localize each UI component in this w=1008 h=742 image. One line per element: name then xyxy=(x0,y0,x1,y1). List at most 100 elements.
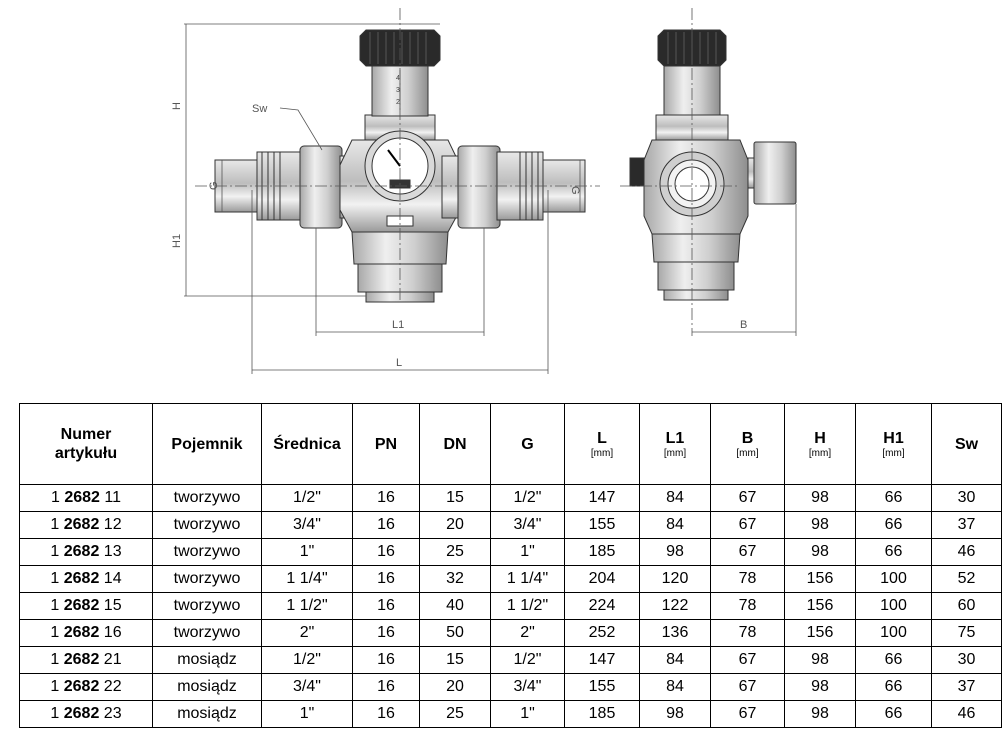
table-cell: 98 xyxy=(639,538,711,566)
table-cell: 16 xyxy=(352,484,420,512)
column-header-label: Pojemnik xyxy=(171,435,243,453)
table-cell: 1 1/4" xyxy=(490,565,565,593)
column-header: L1[mm] xyxy=(639,403,711,485)
column-header-label: H xyxy=(814,429,826,447)
table-cell: 185 xyxy=(564,538,640,566)
table-cell: 2" xyxy=(261,619,353,647)
table-cell: 252 xyxy=(564,619,640,647)
column-header-unit: [mm] xyxy=(808,447,832,459)
article-code: 2682 xyxy=(63,624,100,641)
article-number-cell: 1 2682 11 xyxy=(19,484,153,512)
table-cell: 16 xyxy=(352,619,420,647)
table-cell: tworzywo xyxy=(152,538,262,566)
table-cell: 16 xyxy=(352,700,420,728)
table-cell: 37 xyxy=(931,673,1002,701)
table-cell: 156 xyxy=(784,565,856,593)
article-prefix: 1 xyxy=(50,597,60,614)
dim-label-l1: L1 xyxy=(392,319,404,331)
table-cell: 3/4" xyxy=(490,511,565,539)
column-header: DN xyxy=(419,403,491,485)
table-cell: 66 xyxy=(855,511,932,539)
table-cell: 1/2" xyxy=(490,484,565,512)
table-cell: 1/2" xyxy=(261,484,353,512)
article-number-cell: 1 2682 15 xyxy=(19,592,153,620)
table-cell: 78 xyxy=(710,619,785,647)
article-number-cell: 1 2682 13 xyxy=(19,538,153,566)
column-header-unit: [mm] xyxy=(663,447,687,459)
table-cell: 156 xyxy=(784,619,856,647)
table-cell: 136 xyxy=(639,619,711,647)
column-header-label: Średnica xyxy=(273,435,341,453)
table-cell: 67 xyxy=(710,700,785,728)
column-header-label: Numer artykułu xyxy=(54,426,118,462)
table-cell: tworzywo xyxy=(152,511,262,539)
side-view xyxy=(629,29,797,301)
table-cell: 16 xyxy=(352,673,420,701)
table-cell: mosiądz xyxy=(152,673,262,701)
table-cell: 98 xyxy=(784,538,856,566)
table-cell: 66 xyxy=(855,700,932,728)
table-cell: 67 xyxy=(710,646,785,674)
article-number-cell: 1 2682 22 xyxy=(19,673,153,701)
table-cell: 84 xyxy=(639,511,711,539)
article-suffix: 14 xyxy=(103,570,122,587)
table-cell: 25 xyxy=(419,538,491,566)
table-cell: 84 xyxy=(639,673,711,701)
front-dimensions xyxy=(184,8,600,374)
table-cell: 98 xyxy=(784,673,856,701)
article-code: 2682 xyxy=(63,543,100,560)
article-prefix: 1 xyxy=(50,489,60,506)
table-cell: 3/4" xyxy=(261,511,353,539)
table-cell: mosiądz xyxy=(152,700,262,728)
table-cell: 60 xyxy=(931,592,1002,620)
table-cell: 98 xyxy=(784,511,856,539)
table-cell: 1/2" xyxy=(261,646,353,674)
svg-text:2: 2 xyxy=(396,99,400,106)
column-header: Średnica xyxy=(261,403,353,485)
dim-label-b: B xyxy=(740,319,747,331)
dim-label-h: H xyxy=(171,102,183,110)
article-prefix: 1 xyxy=(50,516,60,533)
article-suffix: 13 xyxy=(103,543,122,560)
article-prefix: 1 xyxy=(50,651,60,668)
table-cell: 16 xyxy=(352,646,420,674)
article-code: 2682 xyxy=(63,597,100,614)
table-cell: 1" xyxy=(490,538,565,566)
table-cell: 67 xyxy=(710,511,785,539)
column-header: Numer artykułu xyxy=(19,403,153,485)
article-code: 2682 xyxy=(63,651,100,668)
article-prefix: 1 xyxy=(50,570,60,587)
table-cell: 84 xyxy=(639,484,711,512)
column-header: H[mm] xyxy=(784,403,856,485)
table-cell: 204 xyxy=(564,565,640,593)
article-prefix: 1 xyxy=(50,624,60,641)
article-suffix: 23 xyxy=(103,705,122,722)
column-header-label: Sw xyxy=(954,435,979,453)
table-cell: 156 xyxy=(784,592,856,620)
table-cell: 1" xyxy=(261,538,353,566)
article-suffix: 22 xyxy=(103,678,122,695)
article-number-cell: 1 2682 21 xyxy=(19,646,153,674)
table-cell: 52 xyxy=(931,565,1002,593)
table-cell: 100 xyxy=(855,565,932,593)
table-cell: tworzywo xyxy=(152,619,262,647)
table-cell: 66 xyxy=(855,673,932,701)
table-cell: tworzywo xyxy=(152,565,262,593)
table-cell: 3/4" xyxy=(490,673,565,701)
table-cell: 46 xyxy=(931,538,1002,566)
column-header-label: PN xyxy=(374,435,398,453)
table-cell: 224 xyxy=(564,592,640,620)
technical-drawing: 4 3 2 xyxy=(171,8,797,374)
column-header: Sw xyxy=(931,403,1002,485)
table-cell: 1 1/2" xyxy=(261,592,353,620)
